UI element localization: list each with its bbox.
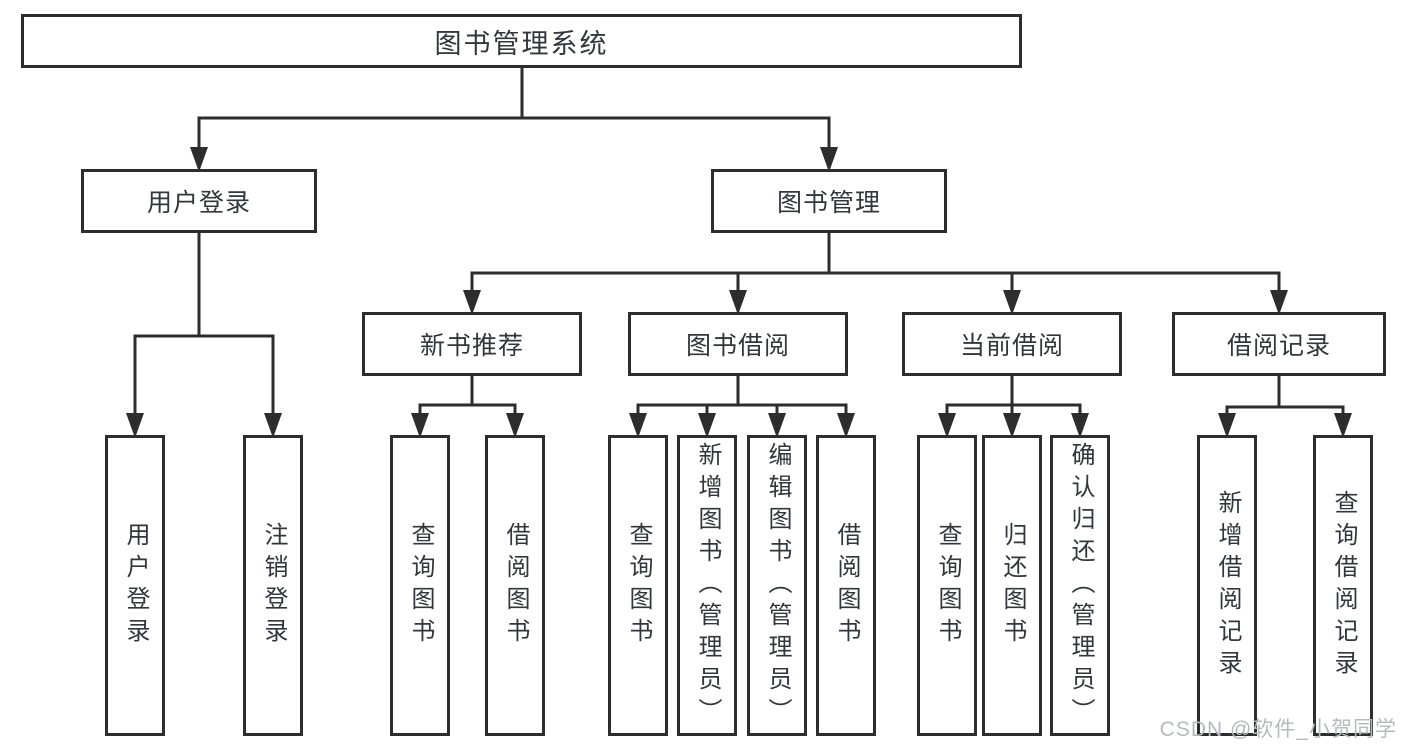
- node-label: 注销登录: [260, 521, 287, 650]
- node-label: 新书推荐: [419, 332, 524, 360]
- node-label: 图书管理: [776, 189, 881, 217]
- csdn-watermark: CSDN @软件_小贺同学: [1159, 718, 1397, 741]
- node-book-management: 图书管理: [711, 169, 947, 233]
- node-label: 新增图书（管理员）: [694, 441, 721, 730]
- node-library-management-system: 图书管理系统: [21, 14, 1022, 68]
- node-label: 查询图书: [934, 521, 961, 650]
- leaf-current-confirm-return-admin: 确认归还（管理员）: [1050, 435, 1110, 736]
- leaf-records-add-record: 新增借阅记录: [1197, 435, 1257, 736]
- leaf-records-query-record: 查询借阅记录: [1313, 435, 1373, 736]
- node-label: 确认归还（管理员）: [1067, 441, 1094, 730]
- node-label: 图书管理系统: [434, 28, 609, 59]
- leaf-borrow-edit-book-admin: 编辑图书（管理员）: [747, 435, 807, 736]
- leaf-logout: 注销登录: [243, 435, 303, 736]
- leaf-current-query-book: 查询图书: [917, 435, 977, 736]
- leaf-borrow-borrow-book: 借阅图书: [816, 435, 876, 736]
- leaf-borrow-query-book: 查询图书: [608, 435, 668, 736]
- node-label: 编辑图书（管理员）: [764, 441, 791, 730]
- leaf-user-login: 用户登录: [105, 435, 165, 736]
- leaf-current-return-book: 归还图书: [982, 435, 1042, 736]
- node-label: 查询图书: [407, 521, 434, 650]
- node-label: 用户登录: [146, 189, 251, 217]
- node-label: 借阅图书: [502, 521, 529, 650]
- node-label: 借阅记录: [1226, 332, 1331, 360]
- leaf-recommend-borrow-book: 借阅图书: [485, 435, 545, 736]
- node-new-book-recommend: 新书推荐: [362, 312, 582, 376]
- node-current-borrow: 当前借阅: [902, 312, 1122, 376]
- node-borrow-records: 借阅记录: [1172, 312, 1386, 376]
- node-label: 查询图书: [625, 521, 652, 650]
- node-label: 用户登录: [122, 521, 149, 650]
- node-label: 新增借阅记录: [1214, 489, 1241, 682]
- leaf-borrow-add-book-admin: 新增图书（管理员）: [677, 435, 737, 736]
- node-label: 查询借阅记录: [1330, 489, 1357, 682]
- leaf-recommend-query-book: 查询图书: [390, 435, 450, 736]
- node-label: 归还图书: [999, 521, 1026, 650]
- arrowhead-icons: [126, 147, 1352, 438]
- node-label: 借阅图书: [833, 521, 860, 650]
- node-label: 图书借阅: [685, 332, 790, 360]
- node-label: 当前借阅: [959, 332, 1064, 360]
- node-book-borrow: 图书借阅: [628, 312, 848, 376]
- node-user-login: 用户登录: [81, 169, 317, 233]
